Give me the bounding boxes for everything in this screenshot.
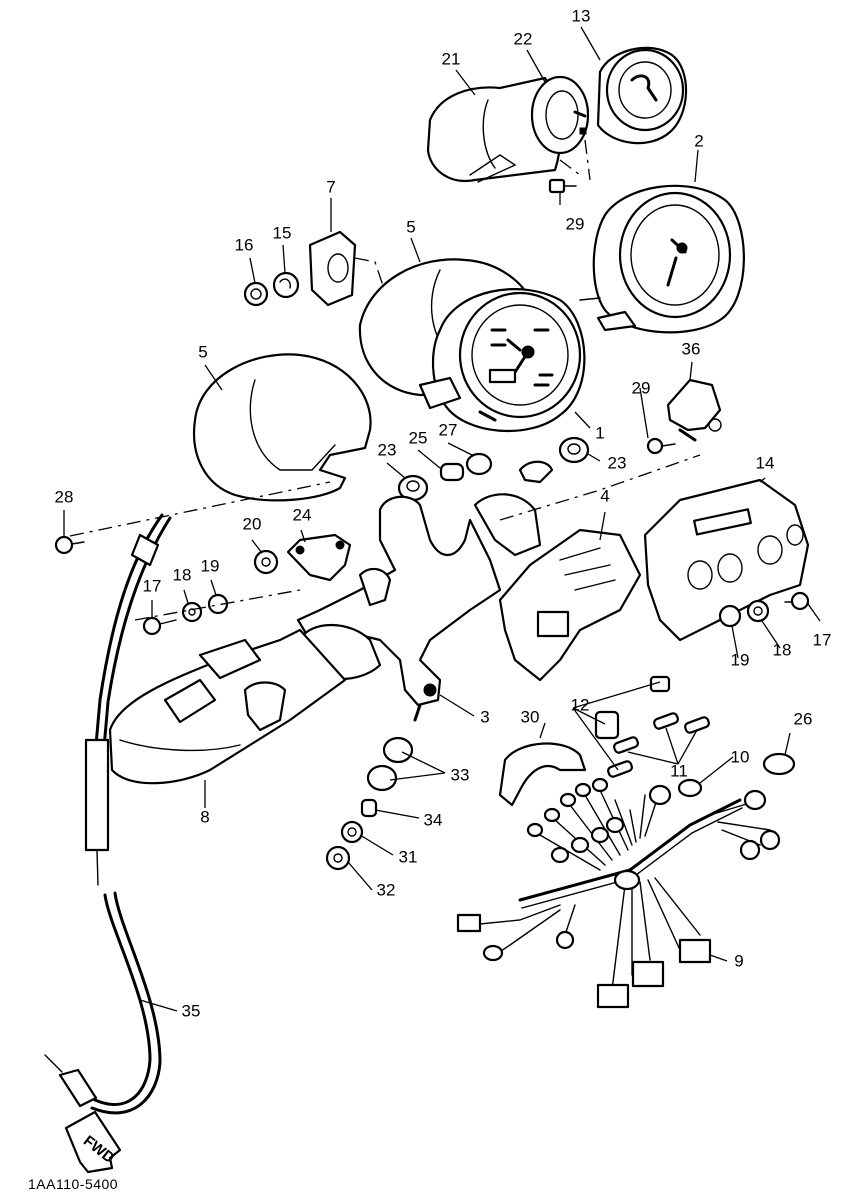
callout-35: 35 xyxy=(182,1001,201,1020)
part-11-bulbs xyxy=(607,712,710,778)
fwd-arrow: FWD xyxy=(64,1110,122,1174)
callout-11: 11 xyxy=(670,761,688,780)
callout-22: 22 xyxy=(514,29,533,48)
callout-34: 34 xyxy=(424,810,443,829)
part-13-indicator-gauge xyxy=(579,46,688,181)
part-8-lower-cover xyxy=(108,628,347,785)
part-16-nut xyxy=(243,281,269,307)
callout-29-upper: 29 xyxy=(566,214,585,233)
part-4-meter-bracket xyxy=(473,460,642,682)
part-34-collar xyxy=(360,798,378,818)
callout-14: 14 xyxy=(756,453,775,472)
part-12-bulb-sockets xyxy=(594,675,671,740)
part-19-collar-left xyxy=(207,593,229,615)
part-9-wire-harness xyxy=(456,777,781,1009)
part-36-bracket xyxy=(666,378,722,442)
callout-24: 24 xyxy=(293,505,312,524)
callout-leader-lines xyxy=(63,26,821,1012)
callout-33: 33 xyxy=(451,765,470,784)
callout-13: 13 xyxy=(572,6,591,25)
figure-code: 1AA110-5400 xyxy=(28,1176,119,1192)
callout-15: 15 xyxy=(273,223,292,242)
part-29-screw-upper xyxy=(548,178,577,194)
part-17-screw-left xyxy=(142,616,177,636)
part-18-washer-right xyxy=(746,599,770,623)
part-26-cap xyxy=(762,752,796,776)
part-17-screw-right xyxy=(784,591,810,611)
part-29-screw-right xyxy=(646,437,676,455)
callout-27: 27 xyxy=(439,420,458,439)
part-33-grommets xyxy=(366,736,414,792)
part-30-wire-cover xyxy=(498,742,587,807)
part-31-nut xyxy=(340,820,364,844)
part-27-damper xyxy=(465,452,493,476)
part-32-nut xyxy=(325,845,351,871)
callout-17-right: 17 xyxy=(813,630,832,649)
callout-7: 7 xyxy=(326,177,335,196)
part-10-plug xyxy=(677,778,703,798)
callout-8: 8 xyxy=(200,807,209,826)
alignment-lines xyxy=(134,159,701,621)
callout-19-right: 19 xyxy=(731,650,750,669)
callout-19-left: 19 xyxy=(201,556,220,575)
callout-29-right: 29 xyxy=(632,378,651,397)
part-5-meter-cover-left xyxy=(193,353,372,502)
part-25-collar xyxy=(439,462,465,482)
callout-2: 2 xyxy=(694,131,703,150)
callout-5-upper: 5 xyxy=(406,217,415,236)
callout-4: 4 xyxy=(600,486,609,505)
callout-numbers: 13 22 21 2 29 7 16 15 5 5 36 1 29 23 25 … xyxy=(55,6,832,1020)
callout-20: 20 xyxy=(243,514,262,533)
part-15-washer xyxy=(272,271,300,299)
part-24-bracket xyxy=(286,533,352,582)
callout-18-right: 18 xyxy=(773,640,792,659)
part-22-meter-ring xyxy=(530,75,590,155)
callout-9: 9 xyxy=(734,951,743,970)
part-7-indicator-socket xyxy=(308,230,421,396)
callout-21: 21 xyxy=(442,49,461,68)
part-18-washer-left xyxy=(181,601,203,623)
callout-25: 25 xyxy=(409,428,428,447)
part-1-speedometer xyxy=(418,288,586,433)
callout-30: 30 xyxy=(521,707,540,726)
callout-26: 26 xyxy=(794,709,813,728)
callout-1: 1 xyxy=(595,423,604,442)
callout-17-left: 17 xyxy=(143,576,162,595)
part-23-grommet-right xyxy=(558,436,590,464)
part-28-screw xyxy=(54,535,85,555)
part-19-collar-right xyxy=(718,604,742,628)
callout-10: 10 xyxy=(731,747,750,766)
callout-23-right: 23 xyxy=(608,453,627,472)
part-14-indicator-panel xyxy=(643,478,810,642)
part-20-nut xyxy=(253,549,279,575)
part-2-tachometer xyxy=(579,184,745,334)
callout-36: 36 xyxy=(682,339,701,358)
callout-5-left: 5 xyxy=(198,342,207,361)
callout-31: 31 xyxy=(399,847,418,866)
callout-18-left: 18 xyxy=(173,565,192,584)
callout-28: 28 xyxy=(55,487,74,506)
callout-12: 12 xyxy=(571,695,590,714)
callout-32: 32 xyxy=(377,880,396,899)
part-35-speedometer-cable xyxy=(44,481,331,1115)
callout-3: 3 xyxy=(480,707,489,726)
callout-23-left: 23 xyxy=(378,440,397,459)
callout-16: 16 xyxy=(235,235,254,254)
